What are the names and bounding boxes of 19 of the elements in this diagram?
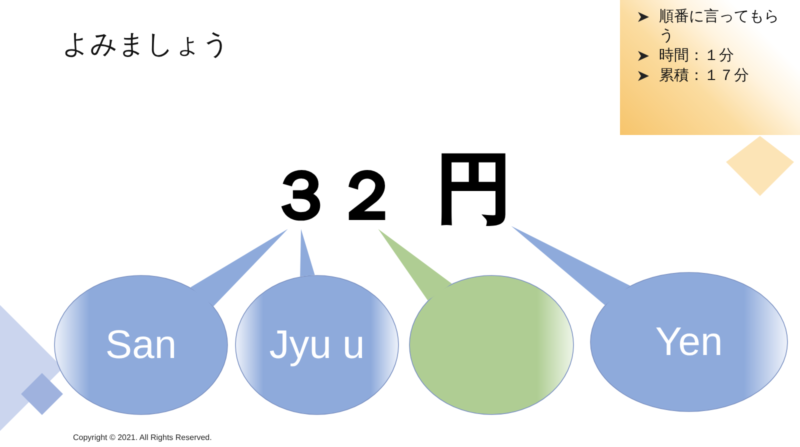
- note-text: 順番に言ってもらう: [659, 7, 780, 45]
- speech-bubble: [590, 272, 788, 412]
- large-character: 円: [436, 150, 512, 226]
- speech-bubble: [54, 275, 228, 415]
- slide-title: よみましょう: [62, 30, 230, 60]
- note-text: 時間：１分: [659, 46, 735, 65]
- speech-bubble-tail: [190, 229, 288, 306]
- large-character: ３: [268, 163, 334, 229]
- copyright-text: Copyright © 2021. All Rights Reserved.: [73, 433, 212, 443]
- large-character: ２: [334, 163, 400, 229]
- note-text: 累積：１７分: [659, 66, 750, 85]
- speech-bubble: [235, 275, 399, 415]
- bubble-text: Yen: [655, 320, 723, 364]
- bubble-text: San: [105, 323, 177, 367]
- speech-bubble-tail: [300, 229, 315, 276]
- speech-bubble-tail: [378, 229, 452, 300]
- bubble-text: Jyu u: [269, 323, 365, 367]
- speech-bubble-tail: [511, 226, 630, 306]
- speech-bubble: [409, 275, 574, 415]
